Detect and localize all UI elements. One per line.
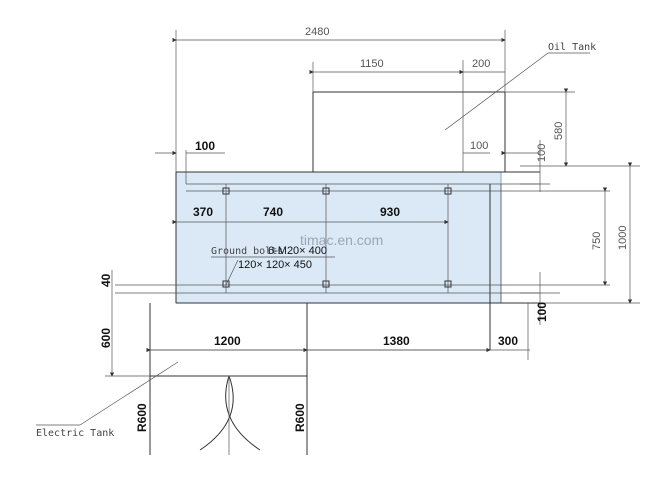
bolt-lines xyxy=(115,184,610,294)
dim-bolt-spacing: 370 740 930 xyxy=(172,205,449,225)
dim-tank-width-label: 1150 xyxy=(360,58,384,70)
dim-bolt-spacing-2-label: 740 xyxy=(263,205,283,219)
dim-bottom-right: 100 xyxy=(520,272,560,325)
dim-door-width-label: 1200 xyxy=(214,334,241,348)
dim-total-depth-label: 1000 xyxy=(617,226,629,250)
dim-left-margin: 100 xyxy=(155,139,225,184)
bolt-marker xyxy=(322,187,330,195)
bolt-marker xyxy=(444,187,452,195)
foundation-outline xyxy=(175,171,540,350)
bolt-spec-label: 6-M20× 400 xyxy=(268,245,327,257)
dim-middle-span-label: 1380 xyxy=(383,334,410,348)
dim-tank-offset-label: 200 xyxy=(472,58,490,70)
plate-spec-label: 120× 120× 450 xyxy=(238,259,312,271)
dim-right-top-label: 100 xyxy=(536,144,548,162)
electric-tank-label: Electric Tank xyxy=(36,428,114,439)
dim-left-margin-label: 100 xyxy=(195,139,215,153)
dim-left-depth-label: 600 xyxy=(99,328,113,348)
bolt-marker xyxy=(322,280,330,288)
radius-right-label: R600 xyxy=(293,403,307,432)
watermark: timac.en.com xyxy=(300,232,383,248)
dim-total-width-label: 2480 xyxy=(305,26,329,38)
dim-right-end-label: 300 xyxy=(498,334,518,348)
dim-right-inner-label: 100 xyxy=(470,140,488,152)
dim-tank-width: 1150 200 xyxy=(309,58,505,92)
dim-left-offset-label: 40 xyxy=(99,273,113,287)
bolt-marker xyxy=(222,187,230,195)
dim-bolt-spacing-3-label: 930 xyxy=(380,205,400,219)
bolt-marker xyxy=(444,280,452,288)
dim-bottom-row: 1200 1380 300 xyxy=(146,303,530,360)
ground-bolts-label: Ground bolts xyxy=(211,246,283,257)
oil-tank-callout: Oil Tank xyxy=(444,42,596,131)
oil-tank-outline xyxy=(312,60,506,172)
electric-tank-callout: Electric Tank xyxy=(36,361,179,439)
dim-left-offset: 40 600 xyxy=(99,270,150,377)
oil-tank-label: Oil Tank xyxy=(548,42,596,53)
electric-tank-outline xyxy=(149,303,308,455)
dim-bottom-right-label: 100 xyxy=(535,302,549,322)
bolt-marker xyxy=(222,280,230,288)
radius-left-label: R600 xyxy=(135,403,149,432)
dim-total-depth: 1000 xyxy=(540,162,640,304)
dim-bolt-row: 750 xyxy=(591,187,608,286)
dim-tank-depth-label: 580 xyxy=(553,122,565,140)
ground-bolts-callout: Ground bolts 6-M20× 400 120× 120× 450 xyxy=(211,245,335,286)
dim-bolt-row-label: 750 xyxy=(591,232,603,250)
dim-right-inner: 100 100 xyxy=(463,140,640,192)
dim-total-width: 2480 xyxy=(172,26,506,172)
dim-bolt-spacing-1-label: 370 xyxy=(193,205,213,219)
ground-bolts xyxy=(222,187,452,288)
dim-tank-depth: 580 xyxy=(505,88,575,167)
